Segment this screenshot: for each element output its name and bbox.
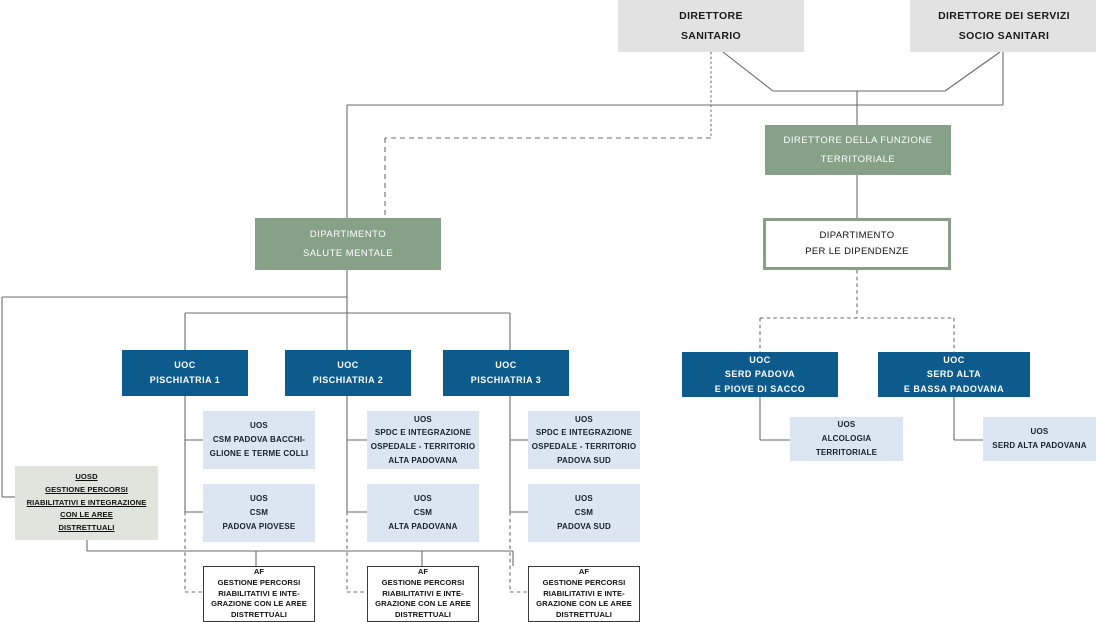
af1-line1: AF (253, 567, 265, 577)
uos-csm-sud-line1: UOS (575, 494, 593, 504)
af2-line4: GRAZIONE CON LE AREE (375, 599, 471, 609)
uos-serd-alta-pad-line1: UOS (1030, 427, 1049, 437)
direttore-sanitario-line1: DIRETTORE (679, 9, 743, 22)
uos-csm-sud-line3: PADOVA SUD (557, 521, 611, 531)
uosd-line5: DISTRETTUALI (58, 523, 115, 533)
direttore-sanitario-line2: SANITARIO (680, 30, 742, 42)
dsm-line1: DIPARTIMENTO (309, 229, 387, 240)
node-uos-alcologia-territoriale[interactable]: UOS ALCOLOGIA TERRITORIALE (790, 417, 903, 461)
uosd-line1: UOSD (75, 471, 98, 481)
uos-spdc-alta-line3: OSPEDALE - TERRITORIO (370, 442, 476, 451)
uos-piovese-line1: UOS (250, 494, 268, 504)
af3-line4: GRAZIONE CON LE AREE (536, 599, 632, 609)
uos-spdc-sud-line1: UOS (575, 414, 593, 424)
node-dipartimento-salute-mentale[interactable]: DIPARTIMENTO SALUTE MENTALE (255, 218, 441, 270)
uos-piovese-line2: CSM (249, 508, 269, 518)
uoc2-line1: UOC (337, 360, 359, 371)
node-af-gestione-percorsi-2[interactable]: AF GESTIONE PERCORSI RIABILITATIVI E INT… (367, 566, 479, 622)
uoc-serd-alta-line3: E BASSA PADOVANA (903, 383, 1005, 394)
node-direttore-funzione-territoriale[interactable]: DIRETTORE DELLA FUNZIONE TERRITORIALE (765, 125, 951, 175)
node-af-gestione-percorsi-3[interactable]: AF GESTIONE PERCORSI RIABILITATIVI E INT… (528, 566, 640, 622)
node-uoc-pischiatria-1[interactable]: UOC PISCHIATRIA 1 (122, 350, 248, 396)
uosd-line4: CON LE AREE (60, 510, 113, 520)
node-uos-csm-alta-padovana[interactable]: UOS CSM ALTA PADOVANA (367, 484, 479, 542)
uos-piovese-line3: PADOVA PIOVESE (222, 521, 296, 531)
uos-alcologia-line2: ALCOLOGIA (821, 434, 872, 444)
node-uosd-gestione-percorsi[interactable]: UOSD GESTIONE PERCORSI RIABILITATIVI E I… (15, 466, 158, 540)
af3-line1: AF (578, 567, 590, 577)
node-uoc-pischiatria-2[interactable]: UOC PISCHIATRIA 2 (285, 350, 411, 396)
direttore-funzione-line2: TERRITORIALE (820, 154, 896, 165)
af3-line3: RIABILITATIVI E INTE- (543, 588, 625, 598)
uos-csm-sud-line2: CSM (574, 508, 594, 518)
node-direttore-sanitario[interactable]: DIRETTORE SANITARIO (618, 0, 804, 52)
af2-line1: AF (417, 567, 429, 577)
uoc3-line2: PISCHIATRIA 3 (470, 375, 542, 385)
node-uoc-pischiatria-3[interactable]: UOC PISCHIATRIA 3 (443, 350, 569, 396)
uos-csm-alta-line2: CSM (413, 508, 433, 518)
uosd-line3: RIABILITATIVI E INTEGRAZIONE (26, 497, 147, 507)
dipendenze-line2: PER LE DIPENDENZE (805, 246, 909, 257)
uos-bacchiglione-line2: CSM PADOVA BACCHI- (212, 435, 306, 445)
uoc2-line2: PISCHIATRIA 2 (312, 375, 384, 385)
af1-line3: RIABILITATIVI E INTE- (218, 588, 300, 598)
af2-line3: RIABILITATIVI E INTE- (382, 588, 464, 598)
uos-csm-alta-line1: UOS (414, 494, 432, 504)
node-uos-csm-padova-piovese[interactable]: UOS CSM PADOVA PIOVESE (203, 484, 315, 542)
dsm-line2: SALUTE MENTALE (302, 248, 394, 259)
node-uos-spdc-alta-padovana[interactable]: UOS SPDC E INTEGRAZIONE OSPEDALE - TERRI… (367, 411, 479, 469)
uos-spdc-alta-line4: ALTA PADOVANA (388, 455, 458, 465)
node-dipartimento-dipendenze[interactable]: DIPARTIMENTO PER LE DIPENDENZE (763, 218, 951, 270)
uoc-serd-padova-line3: E PIOVE DI SACCO (714, 383, 806, 394)
uos-csm-alta-line3: ALTA PADOVANA (388, 521, 458, 531)
node-uos-csm-padova-sud[interactable]: UOS CSM PADOVA SUD (528, 484, 640, 542)
uoc-serd-padova-line1: UOC (749, 354, 771, 365)
uos-spdc-alta-line2: SPDC E INTEGRAZIONE (374, 428, 472, 438)
uoc-serd-padova-line2: SERD PADOVA (724, 369, 796, 380)
wire-sanitario-diagonal (722, 51, 774, 92)
node-uoc-serd-padova-piove[interactable]: UOC SERD PADOVA E PIOVE DI SACCO (682, 352, 838, 397)
uoc-serd-alta-line1: UOC (943, 354, 965, 365)
af3-line2: GESTIONE PERCORSI (542, 577, 626, 587)
node-uos-serd-alta-padovana[interactable]: UOS SERD ALTA PADOVANA (983, 417, 1096, 461)
uoc-serd-alta-line2: SERD ALTA (926, 369, 982, 380)
node-direttore-servizi-socio-sanitari[interactable]: DIRETTORE DEI SERVIZI SOCIO SANITARI (910, 0, 1096, 52)
uosd-line2: GESTIONE PERCORSI (45, 484, 128, 494)
uos-spdc-sud-line2: SPDC E INTEGRAZIONE (535, 428, 633, 438)
uos-bacchiglione-line1: UOS (250, 421, 268, 431)
uos-serd-alta-pad-line2: SERD ALTA PADOVANA (992, 441, 1087, 450)
af1-line4: GRAZIONE CON LE AREE (211, 599, 307, 609)
node-uos-spdc-padova-sud[interactable]: UOS SPDC E INTEGRAZIONE OSPEDALE - TERRI… (528, 411, 640, 469)
direttore-servizi-line2: SOCIO SANITARI (958, 30, 1050, 42)
uoc1-line1: UOC (174, 360, 196, 371)
af2-line5: DISTRETTUALI (394, 610, 452, 620)
node-af-gestione-percorsi-1[interactable]: AF GESTIONE PERCORSI RIABILITATIVI E INT… (203, 566, 315, 622)
uos-alcologia-line3: TERRITORIALE (815, 447, 878, 457)
node-uoc-serd-alta-bassa-padovana[interactable]: UOC SERD ALTA E BASSA PADOVANA (878, 352, 1030, 397)
uos-spdc-alta-line1: UOS (414, 414, 432, 424)
dipendenze-line1: DIPARTIMENTO (819, 230, 895, 242)
uos-spdc-sud-line4: PADOVA SUD (557, 455, 611, 465)
af1-line2: GESTIONE PERCORSI (217, 577, 301, 587)
node-uos-csm-padova-bacchiglione[interactable]: UOS CSM PADOVA BACCHI- GLIONE E TERME CO… (203, 411, 315, 469)
af3-line5: DISTRETTUALI (555, 610, 613, 620)
uos-alcologia-line1: UOS (837, 420, 856, 430)
uos-spdc-sud-line3: OSPEDALE - TERRITORIO (531, 442, 637, 451)
uoc1-line2: PISCHIATRIA 1 (149, 375, 221, 385)
direttore-servizi-line1: DIRETTORE DEI SERVIZI (938, 9, 1070, 22)
af1-line5: DISTRETTUALI (230, 610, 288, 620)
direttore-funzione-line1: DIRETTORE DELLA FUNZIONE (783, 135, 933, 146)
af2-line2: GESTIONE PERCORSI (381, 577, 465, 587)
uos-bacchiglione-line3: GLIONE E TERME COLLI (209, 448, 309, 458)
wire-servizi-diagonal (944, 51, 1001, 92)
uoc3-line1: UOC (495, 360, 517, 371)
